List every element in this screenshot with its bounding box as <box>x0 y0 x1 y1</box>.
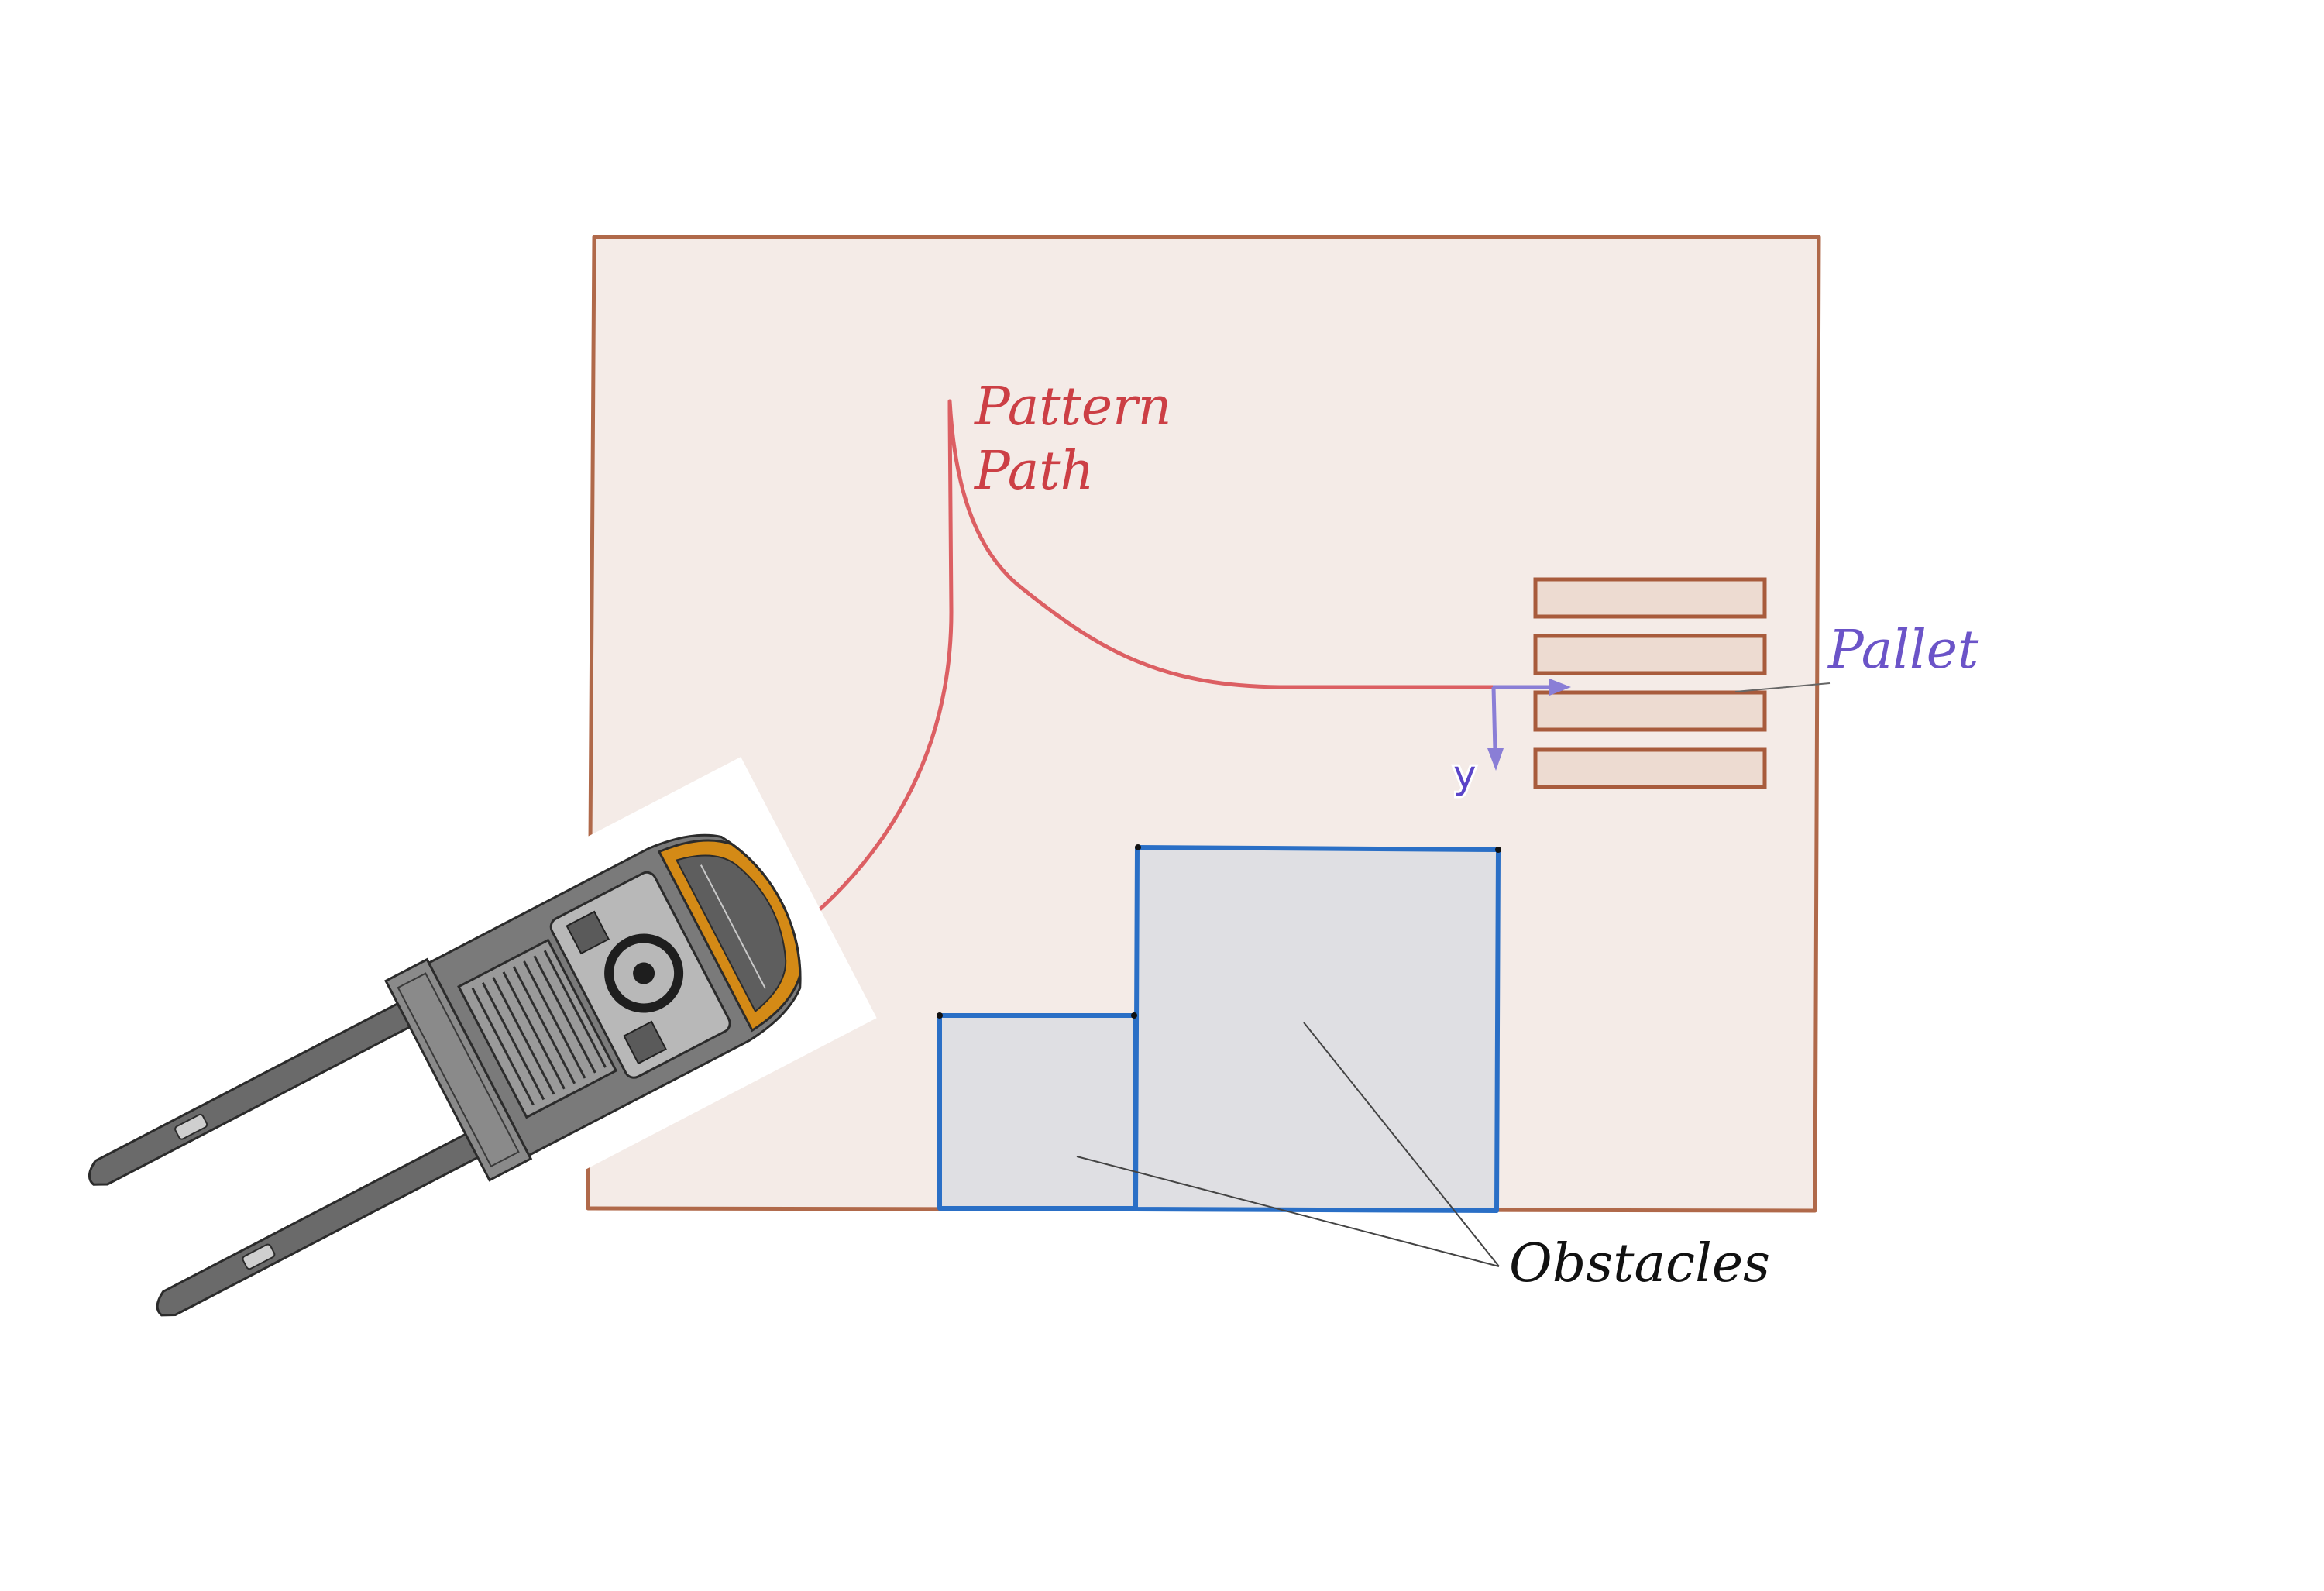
pallet-slat-4 <box>1533 747 1767 789</box>
pallet-slat-2 <box>1533 634 1767 675</box>
obstacles-label: Obstacles <box>1509 1233 1770 1294</box>
obstacles <box>937 844 1501 1213</box>
forklift-grille <box>457 938 618 1119</box>
y-axis-arrowhead <box>1487 748 1504 771</box>
forklift-top-view-icon <box>88 757 877 1317</box>
obstacles-leader-line-1 <box>1076 1156 1500 1267</box>
obstacles-leader-line-2 <box>1303 1022 1500 1267</box>
pattern-path-label-line1: Pattern <box>973 376 1171 438</box>
obstacle-corner-point <box>937 1012 943 1019</box>
obstacle-corner-point <box>1135 844 1141 850</box>
x-axis-arrowhead <box>1549 679 1571 696</box>
pattern-path-label-line2: Path <box>973 441 1094 502</box>
obstacle-large <box>1133 845 1501 1213</box>
pallet-leader-line <box>1734 682 1831 692</box>
pallet-slat-1 <box>1533 577 1767 619</box>
pallet <box>1533 577 1767 789</box>
y-axis-arrow <box>1491 686 1497 752</box>
pallet-slat-3 <box>1533 690 1767 732</box>
pattern-path <box>695 399 1497 995</box>
forklift-steering-wheel-icon <box>604 933 684 1013</box>
obstacle-corner-point <box>1495 847 1501 853</box>
y-axis-label: y <box>1453 752 1477 797</box>
pallet-frame-axes: y <box>1451 679 1571 799</box>
obstacle-small <box>937 1013 1138 1211</box>
forklift-forks <box>88 998 486 1317</box>
pattern-path-label: Pattern Path <box>973 376 1188 502</box>
obstacle-corner-point <box>1131 1012 1137 1019</box>
pallet-label: Pallet <box>1827 620 1979 681</box>
